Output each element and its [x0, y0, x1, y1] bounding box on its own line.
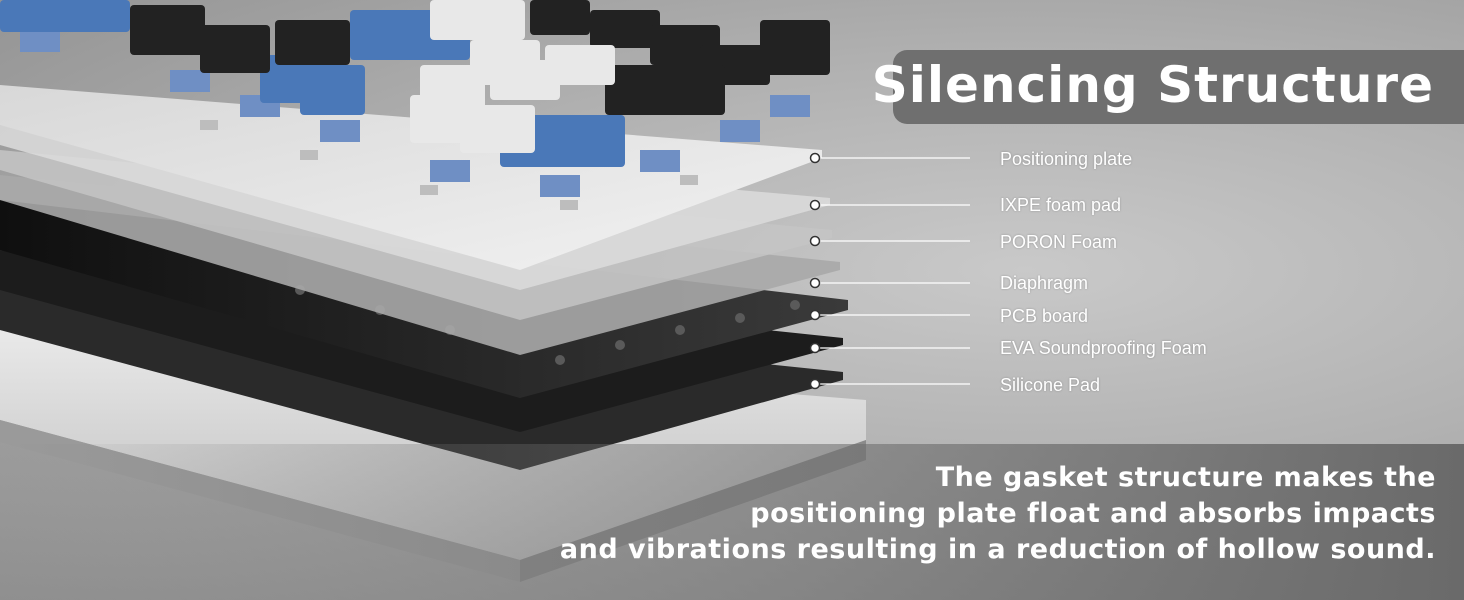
layer-label-silicone-pad: Silicone Pad — [1000, 375, 1101, 395]
layer-label-positioning-plate: Positioning plate — [1000, 149, 1133, 169]
layer-label-pcb-board: PCB board — [1000, 306, 1089, 326]
title-banner: Silencing Structure — [872, 50, 1464, 124]
caption-line: The gasket structure makes the — [935, 462, 1436, 493]
description-caption: The gasket structure makes the positioni… — [536, 460, 1436, 568]
callout-dots — [809, 152, 821, 390]
layer-label-poron-foam: PORON Foam — [1000, 232, 1118, 252]
positioning-plate-layer — [0, 85, 822, 270]
layer-label-ixpe-foam: IXPE foam pad — [1000, 195, 1122, 215]
layer-label-eva-foam: EVA Soundproofing Foam — [1000, 338, 1207, 358]
layer-label-diaphragm: Diaphragm — [1000, 273, 1089, 293]
page-title: Silencing Structure — [871, 56, 1434, 114]
keycaps — [0, 0, 830, 167]
caption-line: and vibrations resulting in a reduction … — [559, 534, 1436, 565]
caption-panel — [0, 444, 1464, 600]
callout-lines — [815, 157, 970, 385]
caption-line: positioning plate float and absorbs impa… — [750, 498, 1436, 529]
